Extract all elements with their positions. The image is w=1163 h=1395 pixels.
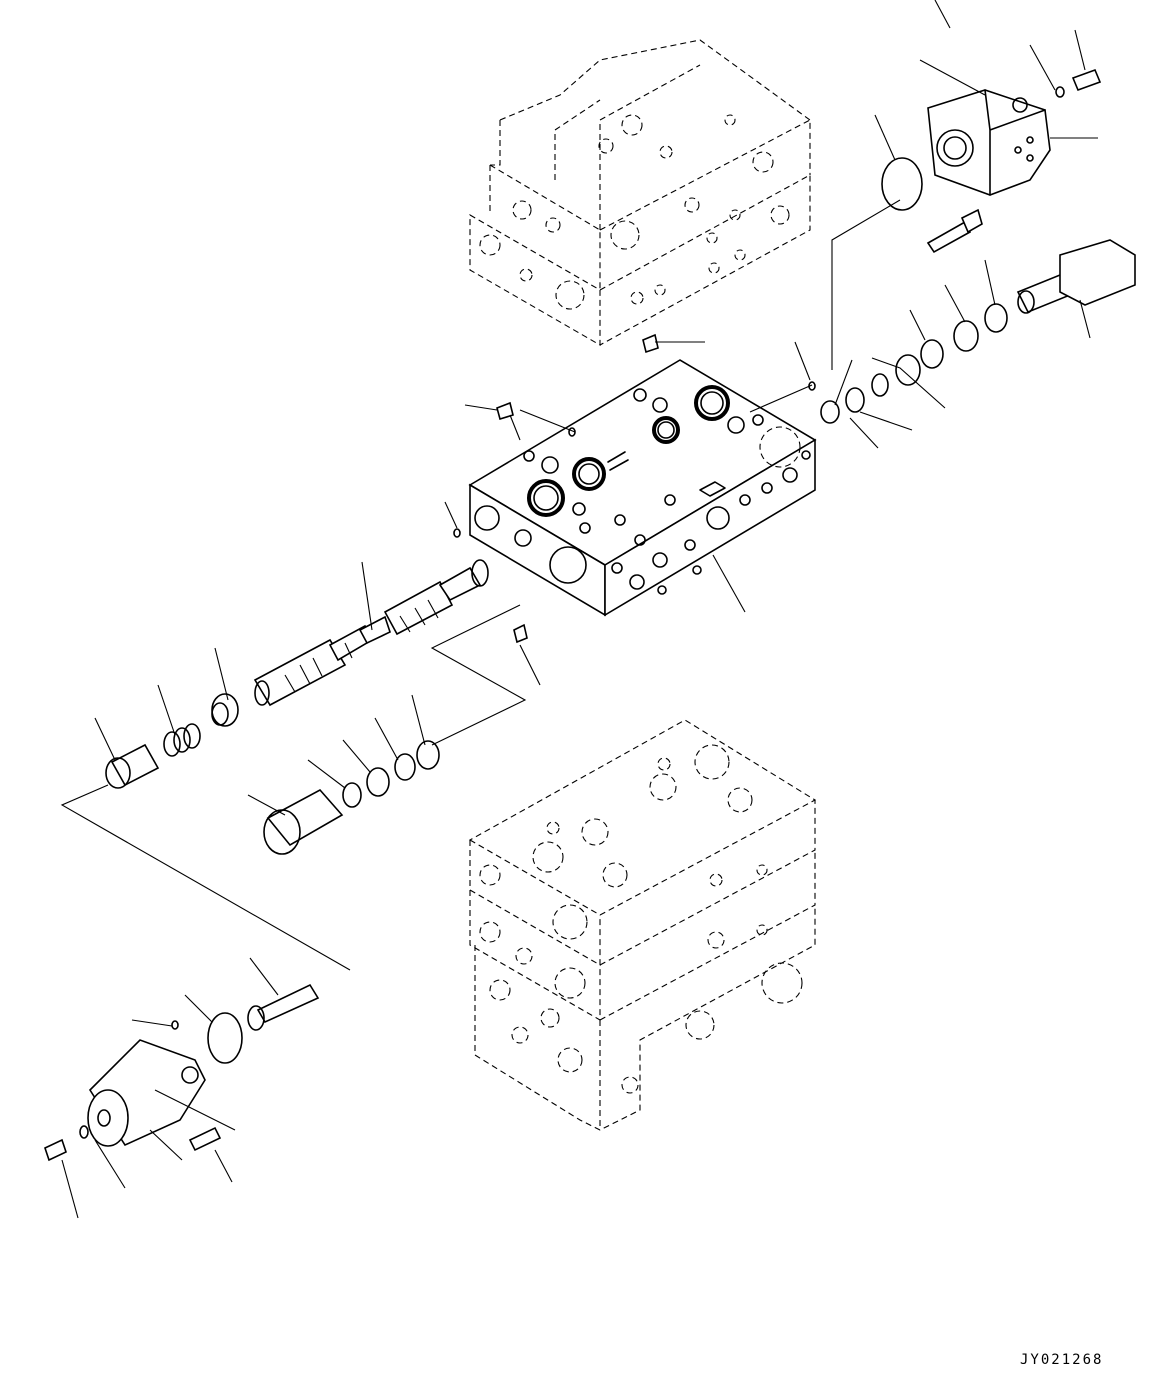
- pressure-compensator-cover: [927, 89, 1051, 196]
- long-bolt-bottom: [247, 983, 320, 1031]
- lower-adjacent-valve-blocks: [468, 719, 817, 1131]
- main-valve-block: [468, 359, 817, 617]
- leader-lines: [60, 0, 1098, 1219]
- drawing-code: JY021268: [1020, 1352, 1103, 1368]
- o-ring-large-top: [881, 157, 923, 211]
- spring-seat: [211, 693, 239, 727]
- relief-valve-right: [1016, 239, 1136, 314]
- spool-cap: [105, 743, 160, 789]
- spool-assembly: [253, 559, 489, 707]
- spring: [163, 723, 201, 757]
- o-ring-large-bottom: [207, 1012, 243, 1064]
- plug-top-right: [1055, 68, 1102, 98]
- solenoid-cover-assembly: [87, 1039, 206, 1147]
- mounting-bolt-top: [926, 208, 983, 254]
- small-bolts-bottom: [44, 1020, 222, 1162]
- small-plugs: [453, 333, 816, 644]
- upper-adjacent-valve-block: [469, 39, 811, 346]
- o-rings-right: [820, 303, 1008, 424]
- plug-middle: [263, 788, 344, 855]
- o-rings-middle: [342, 740, 440, 808]
